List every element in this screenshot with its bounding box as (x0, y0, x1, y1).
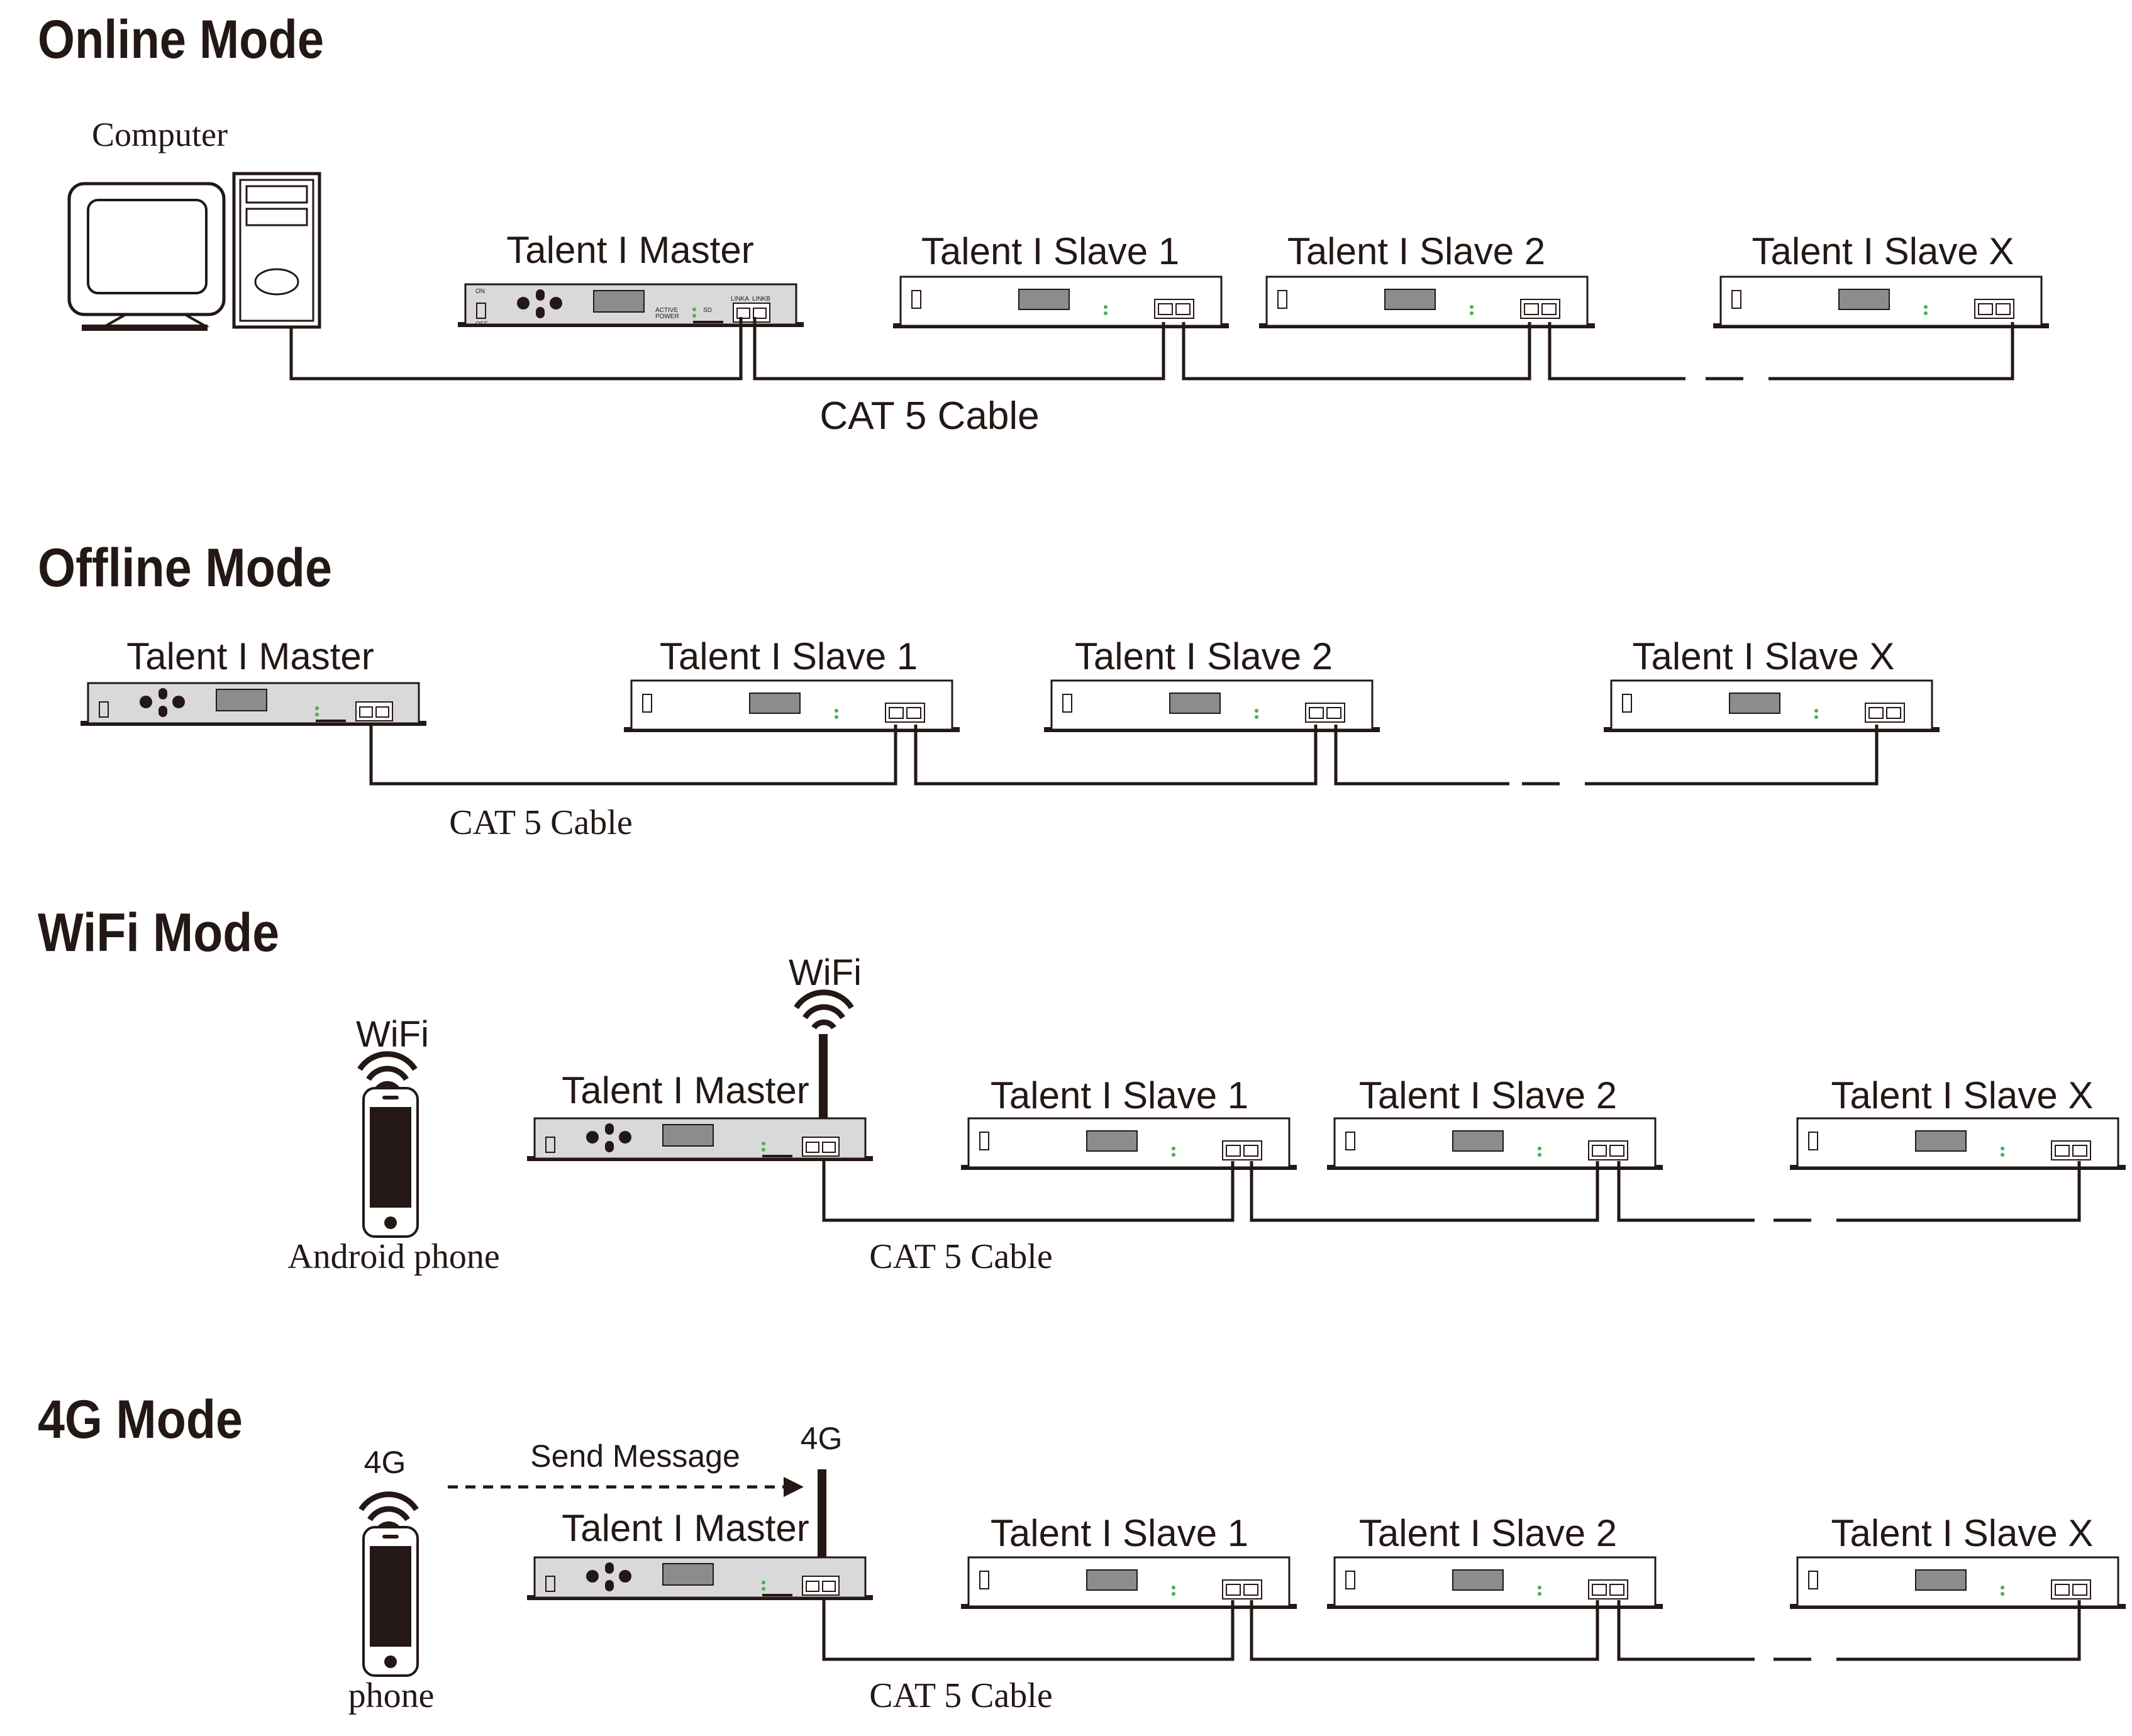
led-active-label: ACTIVE (655, 307, 678, 314)
wifi-signal-icon (361, 1494, 416, 1530)
cable-label: CAT 5 Cable (869, 1676, 1052, 1715)
slave-1-device (892, 275, 1230, 330)
cat5-cable (369, 723, 1879, 786)
offline-mode-section: Offline Mode Talent I Master Talent I Sl… (38, 538, 1941, 842)
slave-1-device (960, 1556, 1298, 1610)
master-label: Talent I Master (506, 229, 754, 271)
phone-signal-label: 4G (364, 1445, 406, 1480)
cable-label: CAT 5 Cable (869, 1237, 1052, 1276)
phone-signal-label: WiFi (356, 1014, 429, 1055)
slave-2-label: Talent I Slave 2 (1359, 1074, 1617, 1116)
cat5-cable (822, 1599, 2081, 1661)
slave-2-label: Talent I Slave 2 (1359, 1512, 1617, 1554)
4g-mode-section: 4G Mode 4G phone Send Message 4G Talent … (38, 1389, 2127, 1715)
slave-1-label: Talent I Slave 1 (991, 1512, 1248, 1554)
message-label: Send Message (530, 1438, 740, 1474)
slave-1-device (960, 1117, 1298, 1171)
slave-2-device (1326, 1556, 1664, 1610)
slave-1-label: Talent I Slave 1 (921, 230, 1179, 272)
slave-x-device (1712, 275, 2050, 330)
master-device (526, 1556, 874, 1601)
online-mode-section: Online Mode Computer Talent I Master ON … (38, 9, 2050, 438)
sd-label: SD (703, 307, 712, 314)
wifi-mode-section: WiFi Mode WiFi Android phone WiFi Talent… (38, 903, 2127, 1276)
slave-2-label: Talent I Slave 2 (1287, 230, 1545, 272)
cable-label: CAT 5 Cable (449, 803, 632, 842)
switch-off-label: OFF (475, 321, 488, 328)
wifi-signal-icon (796, 993, 852, 1028)
device-panel-labels: ON OFF ACTIVE POWER SD LINKA LINKB (475, 288, 770, 328)
port-a-label: LINKA (731, 296, 749, 303)
slave-x-device (1789, 1117, 2127, 1171)
smartphone-icon (362, 1526, 419, 1677)
slave-2-device (1326, 1117, 1664, 1171)
slave-x-label: Talent I Slave X (1831, 1074, 2094, 1116)
slave-1-label: Talent I Slave 1 (660, 635, 918, 677)
slave-2-device (1258, 275, 1596, 330)
switch-on-label: ON (475, 288, 485, 295)
arrow-right-icon (448, 1477, 804, 1497)
cable-label: CAT 5 Cable (819, 394, 1039, 438)
section-title: WiFi Mode (38, 903, 279, 963)
cat5-cable (289, 317, 2014, 381)
computer-label: Computer (92, 116, 228, 153)
slave-x-label: Talent I Slave X (1831, 1512, 2094, 1554)
master-label: Talent I Master (562, 1507, 809, 1549)
slave-1-label: Talent I Slave 1 (991, 1074, 1248, 1116)
port-b-label: LINKB (752, 296, 770, 303)
section-title: 4G Mode (38, 1389, 243, 1450)
antenna-label: WiFi (789, 952, 862, 993)
wifi-signal-icon (360, 1054, 415, 1089)
smartphone-icon (362, 1087, 419, 1238)
phone-label: phone (348, 1676, 435, 1715)
slave-1-device (623, 679, 961, 733)
antenna-icon (819, 1034, 828, 1118)
phone-label: Android phone (287, 1237, 500, 1276)
master-device (457, 283, 805, 328)
antenna-label: 4G (801, 1421, 843, 1456)
cat5-cable (822, 1160, 2081, 1222)
slave-2-label: Talent I Slave 2 (1075, 635, 1333, 677)
section-title: Online Mode (38, 9, 324, 70)
antenna-icon (818, 1469, 826, 1564)
slave-x-label: Talent I Slave X (1752, 230, 2014, 272)
slave-x-device (1602, 679, 1941, 733)
master-label: Talent I Master (562, 1069, 809, 1111)
master-label: Talent I Master (126, 635, 374, 677)
slave-x-device (1789, 1556, 2127, 1610)
desktop-computer-icon (67, 172, 321, 331)
led-power-label: POWER (655, 313, 679, 320)
master-device (526, 1117, 874, 1162)
section-title: Offline Mode (38, 538, 332, 598)
slave-x-label: Talent I Slave X (1633, 635, 1895, 677)
slave-2-device (1043, 679, 1381, 733)
master-device (79, 682, 428, 727)
